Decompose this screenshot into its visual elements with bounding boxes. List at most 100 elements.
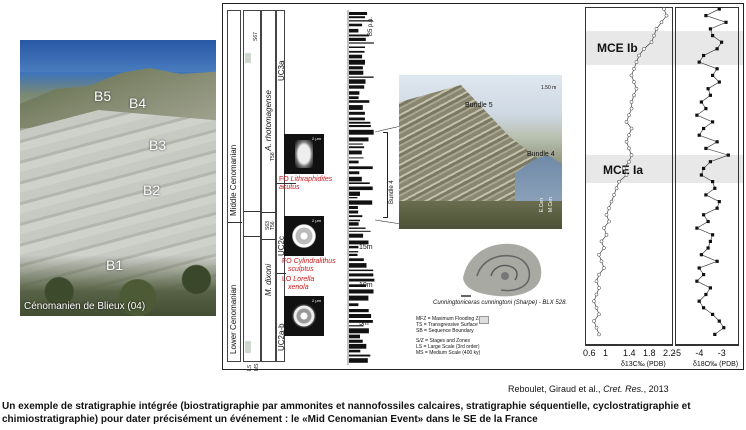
log-bed [349, 129, 374, 135]
log-bed [349, 111, 365, 115]
data-point [637, 53, 641, 58]
data-point [597, 252, 601, 257]
data-point [629, 153, 634, 157]
data-point [702, 53, 706, 58]
log-bed [349, 146, 365, 149]
legend-line: SB = Sequence Boundary [416, 328, 474, 334]
scale-label: 2 μm [312, 136, 321, 141]
data-point [711, 73, 715, 77]
log-bed [349, 314, 372, 318]
log-bed [349, 137, 369, 142]
data-point [629, 100, 634, 104]
data-point [654, 27, 659, 31]
d13c-curve-plot [585, 7, 673, 345]
log-bed [349, 334, 360, 339]
data-point [629, 126, 634, 131]
log-bed [349, 354, 371, 357]
data-point [708, 239, 712, 243]
data-point [702, 126, 706, 131]
log-bed [349, 23, 363, 27]
data-point [597, 332, 601, 337]
subzone-s63: S63 [265, 221, 271, 230]
data-point [652, 33, 656, 38]
zone-rhotomagense: A. rhotomagense [264, 90, 273, 151]
data-point [627, 113, 631, 118]
nannofossil-cylindralithus: 2 μm [284, 216, 324, 256]
sequence-column: LS MS S67 [243, 10, 262, 371]
log-bed [349, 222, 359, 226]
data-point [720, 40, 724, 44]
data-point [697, 299, 701, 303]
zone-boundary [262, 212, 277, 213]
data-point [726, 153, 730, 157]
log-bed [349, 215, 363, 218]
mce-ib-label: MCE Ib [597, 41, 638, 55]
data-point [662, 7, 666, 11]
o18-axis-title: δ18O‰ (PDB) [693, 361, 739, 368]
bed-label-b4: B4 [129, 95, 147, 111]
legend-line: S/Z = Stages and Zones [416, 338, 471, 344]
bundle5-label: Bundle 5 [465, 102, 493, 109]
log-bed [349, 59, 365, 65]
log-bed [349, 66, 363, 70]
data-point [612, 193, 616, 197]
data-point [617, 179, 621, 184]
stage-boundary [228, 222, 242, 223]
log-bed [349, 117, 365, 121]
outcrop-photo: B5 B4 B3 B2 B1 Cénomanien de Blieux (04) [20, 40, 216, 316]
tick-label: 1.8 [643, 348, 656, 358]
log-bed [349, 233, 364, 238]
data-point [711, 312, 715, 316]
tick-label: 2.2 [663, 348, 676, 358]
scale-label: 2 μm [312, 218, 321, 223]
log-bed [349, 253, 358, 256]
data-point [717, 200, 721, 204]
mce-ia-label: MCE Ia [603, 163, 644, 177]
log-bed [349, 343, 367, 349]
data-point [697, 133, 701, 137]
data-point [602, 246, 606, 250]
data-point [699, 173, 703, 177]
log-bed [349, 240, 369, 245]
log-bed [349, 171, 360, 175]
log-bed [349, 96, 359, 100]
seq-boundary [244, 236, 262, 237]
bed-label-b2: B2 [143, 182, 161, 198]
log-bed [349, 70, 364, 75]
data-point [695, 226, 699, 230]
uc3a: UC3a [277, 60, 286, 81]
log-bed [349, 219, 360, 222]
log-bed [349, 245, 359, 249]
data-point [713, 332, 717, 336]
data-point [627, 146, 631, 151]
data-point [708, 93, 712, 97]
log-bed [349, 79, 366, 84]
data-point [711, 120, 715, 124]
photo-scale: 1.50 m [541, 85, 557, 91]
photo-caption: Cénomanien de Blieux (04) [24, 301, 146, 312]
mfz-swatch [479, 316, 489, 324]
plot-frame [675, 7, 739, 345]
scale-15m: 15m [359, 244, 373, 251]
data-point [704, 107, 708, 111]
data-point [702, 166, 706, 170]
ref-journal: Cret. Res. [603, 384, 644, 394]
legend-line: MFZ = Maximum Flooding Zone [416, 316, 487, 322]
fo-lithraphidites: FO Lithraphidites acutus [279, 176, 333, 191]
log-bed [349, 160, 359, 164]
log-bed [349, 12, 368, 15]
stage-column: Lower Cenomanian Middle Cenomanian [227, 10, 242, 362]
log-bed [349, 166, 373, 170]
seq-ls: LS [247, 364, 253, 371]
log-b5-label: B5 p.p. [368, 16, 374, 36]
data-point [702, 306, 706, 310]
log-bed [349, 100, 370, 103]
nannofossil-lorella: 2 μm [284, 296, 324, 336]
data-point [711, 34, 715, 38]
data-point [711, 233, 715, 237]
log-bed [349, 303, 359, 307]
log-bed [349, 34, 370, 37]
data-point [664, 13, 669, 18]
log-bed [349, 85, 365, 89]
data-point [604, 212, 609, 217]
